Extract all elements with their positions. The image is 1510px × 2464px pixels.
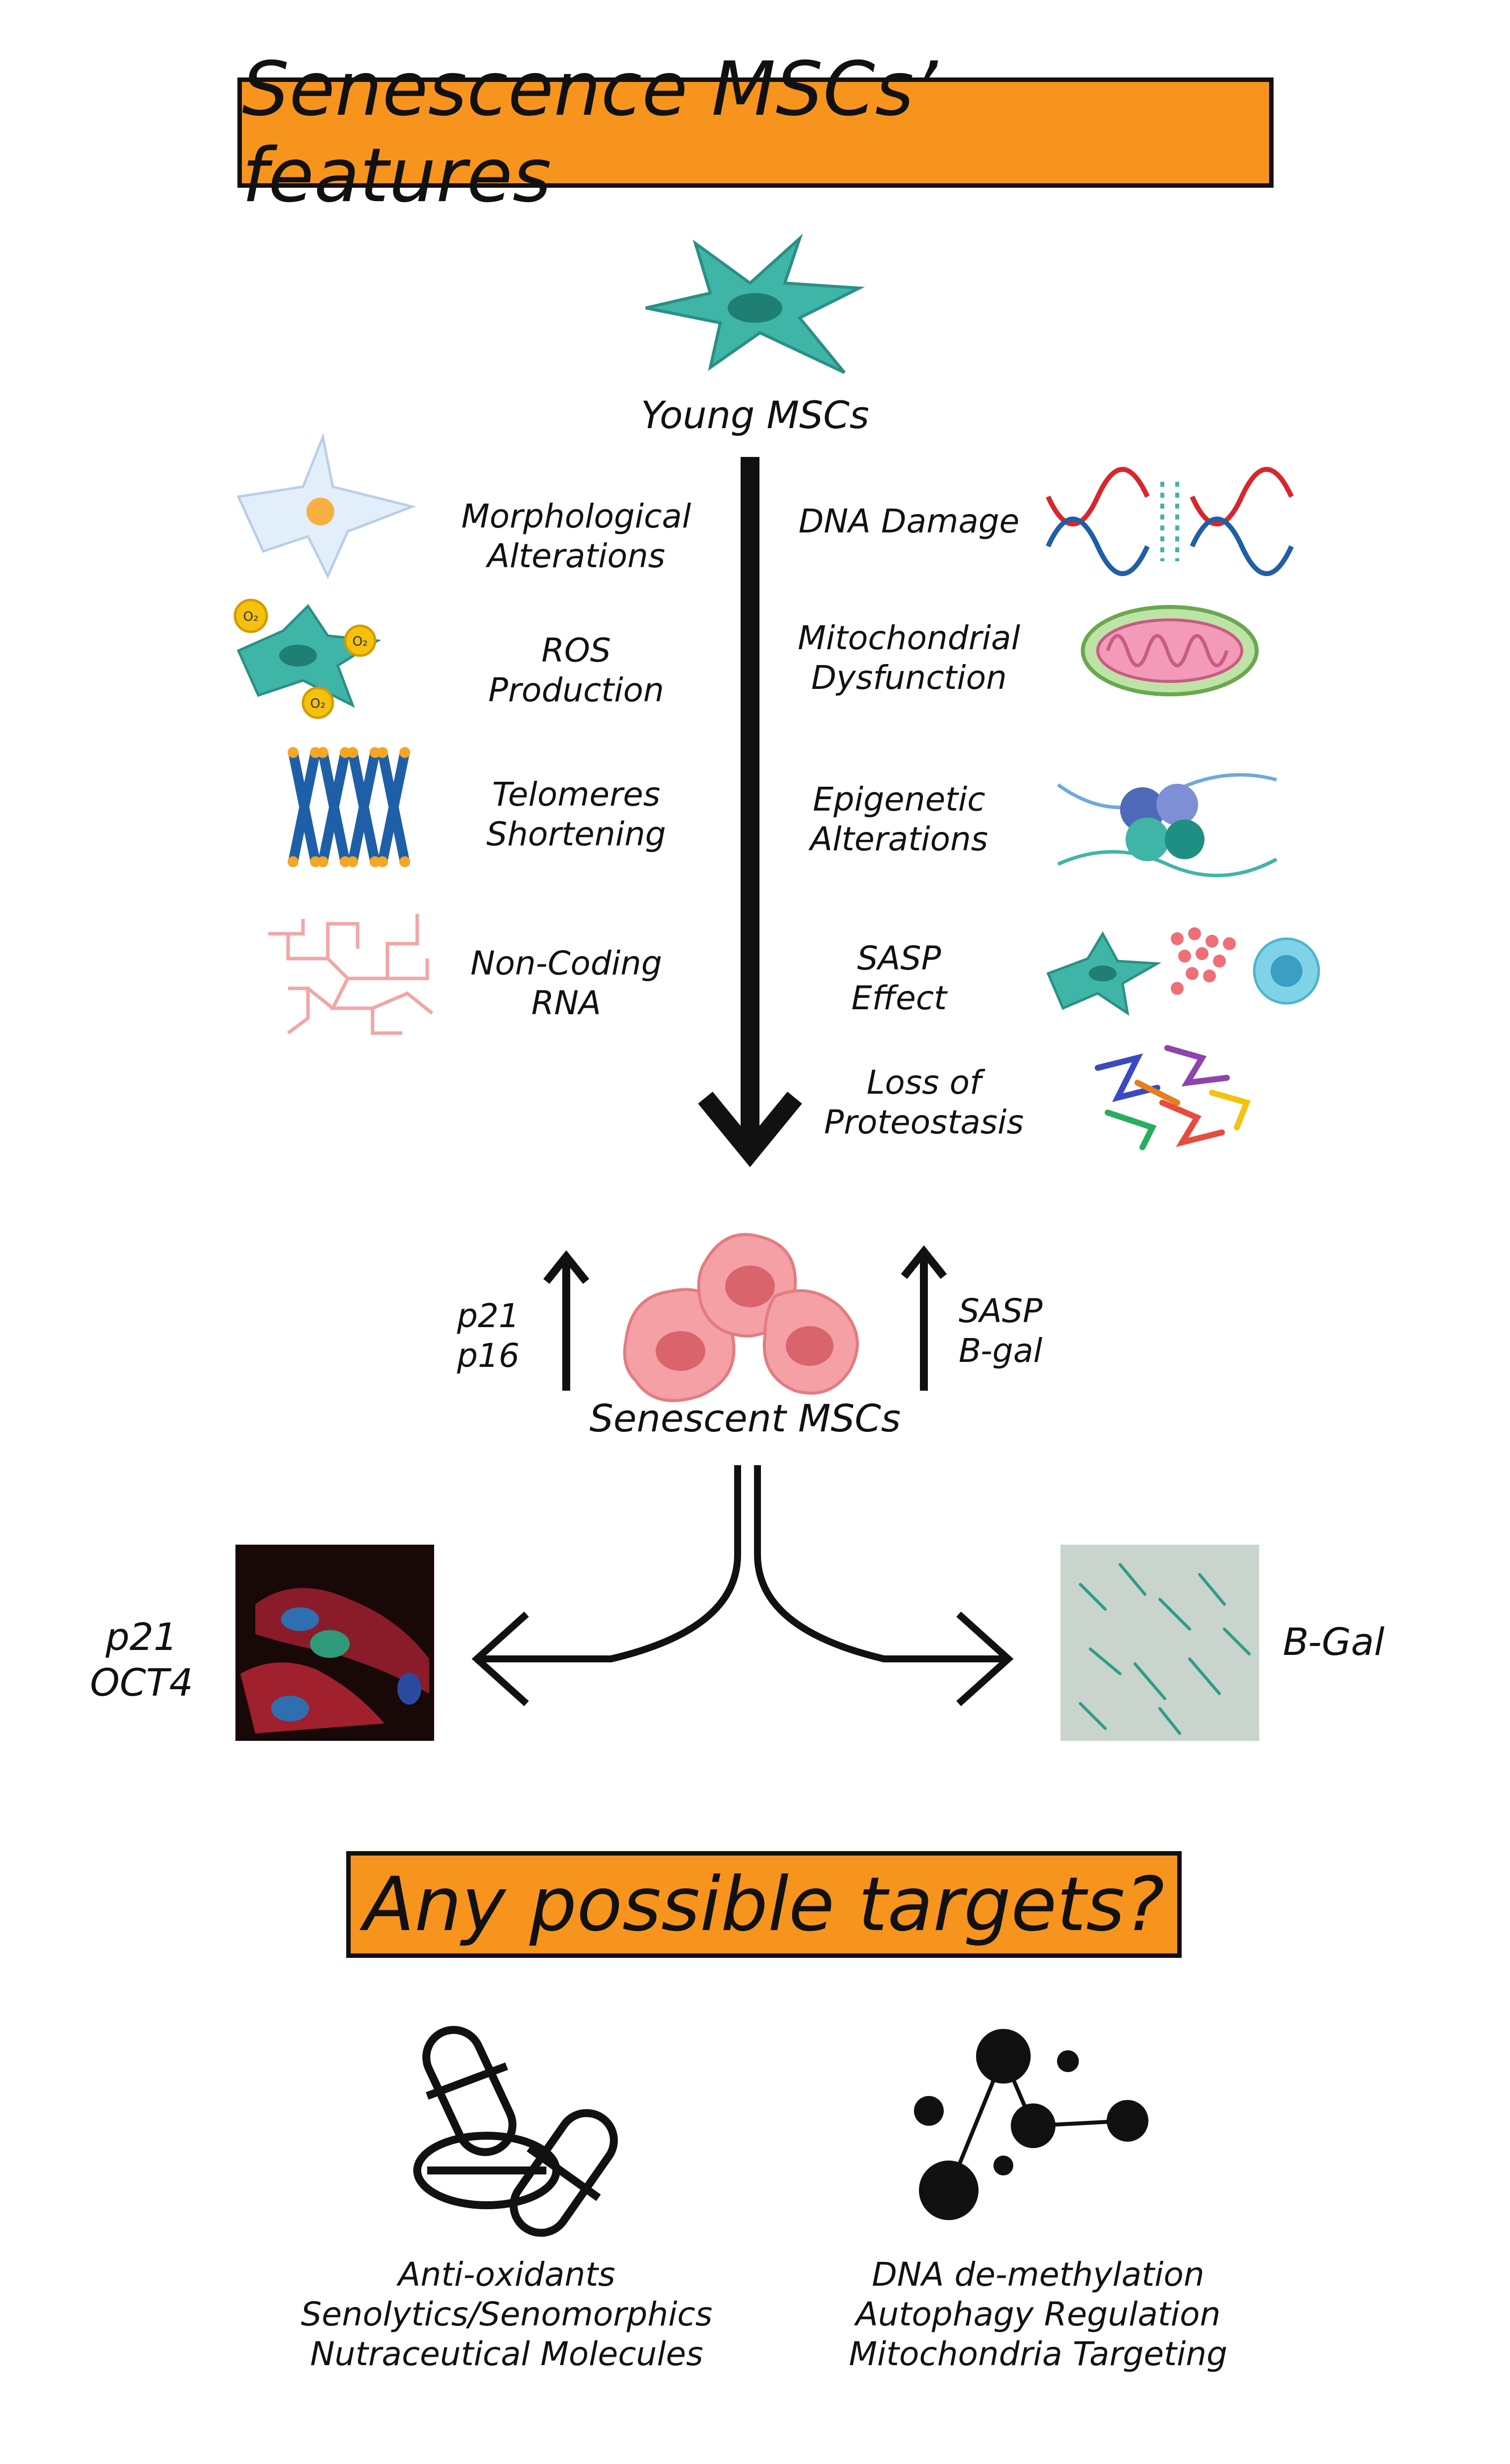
targets-banner: Any possible targets? — [346, 1851, 1182, 1958]
beta-gal-stain-image — [1060, 1545, 1259, 1741]
feature-dna-damage: DNA Damage — [798, 502, 1020, 540]
senescent-cells-icon — [623, 1233, 859, 1402]
dna-damage-icon — [1046, 467, 1294, 576]
noncoding-rna-icon — [268, 914, 434, 1035]
split-arrows — [471, 1465, 1014, 1707]
sasp-effect-icon — [1046, 927, 1320, 1016]
marker-up-arrow-left — [543, 1250, 590, 1391]
young-msc-label: Young MSCs — [641, 393, 869, 437]
title-banner: Senescence MSCs’ features — [237, 46, 1274, 219]
mitochondria-icon — [1081, 605, 1259, 696]
title-text: Senescence MSCs’ features — [242, 46, 938, 219]
ros-cells-icon: O₂ O₂ O₂ — [233, 598, 381, 719]
targets-title-text: Any possible targets? — [363, 1861, 1165, 1948]
central-down-arrow — [698, 457, 802, 1168]
ros-badge-3: O₂ — [310, 696, 326, 711]
young-msc-cell-icon — [645, 233, 865, 374]
senescent-msc-label: Senescent MSCs — [589, 1396, 901, 1440]
telomeres-chromosomes-icon — [288, 747, 410, 867]
proteostasis-protein-icon — [1095, 1045, 1251, 1150]
ros-badge-1: O₂ — [243, 609, 259, 624]
molecule-network-icon — [914, 2029, 1148, 2220]
ros-badge-2: O₂ — [353, 634, 368, 649]
marker-up-arrow-right — [901, 1245, 947, 1391]
morphology-cell-icon — [236, 433, 417, 579]
stain-right-label: B-Gal — [1283, 1620, 1385, 1664]
epigenetic-nucleosome-icon — [1057, 773, 1278, 878]
immunofluorescence-image — [235, 1545, 434, 1741]
pills-icon — [413, 2026, 618, 2237]
